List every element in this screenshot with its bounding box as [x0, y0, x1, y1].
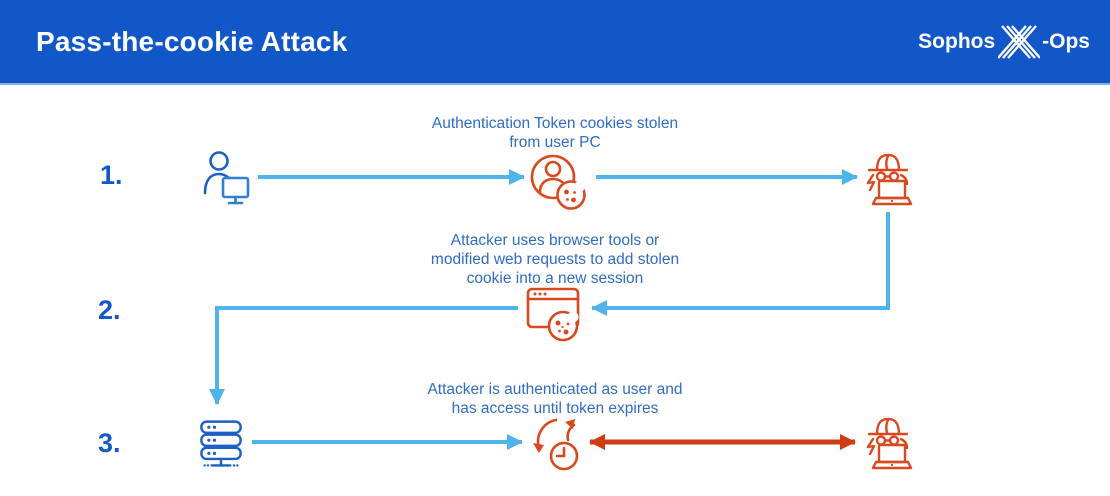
- step-1-caption: Authentication Token cookies stolen from…: [431, 115, 679, 151]
- page-title: Pass-the-cookie Attack: [36, 25, 348, 57]
- step-3-number: 3.: [98, 428, 121, 458]
- logo-brand-text: Sophos: [918, 29, 996, 53]
- server-icon: [200, 420, 242, 467]
- token-expiry-clock-icon: [533, 418, 579, 471]
- user-cookie-icon: [530, 154, 586, 210]
- attacker-laptop-icon: [866, 417, 913, 470]
- logo-suffix-text: -Ops: [1042, 29, 1090, 53]
- step-2-caption: Attacker uses browser tools or modified …: [430, 232, 680, 287]
- user-pc-icon: [203, 151, 250, 205]
- attacker-laptop-icon: [866, 153, 913, 206]
- step-3-caption: Attacker is authenticated as user and ha…: [427, 381, 683, 417]
- browser-cookie-icon: [526, 287, 580, 342]
- header-bar: Pass-the-cookie Attack Sophos -Ops: [0, 0, 1110, 85]
- sophos-xops-logo: Sophos -Ops: [918, 24, 1090, 60]
- step-2-number: 2.: [98, 295, 121, 325]
- step-1-number: 1.: [100, 160, 123, 190]
- x-stripes-icon: [998, 24, 1041, 59]
